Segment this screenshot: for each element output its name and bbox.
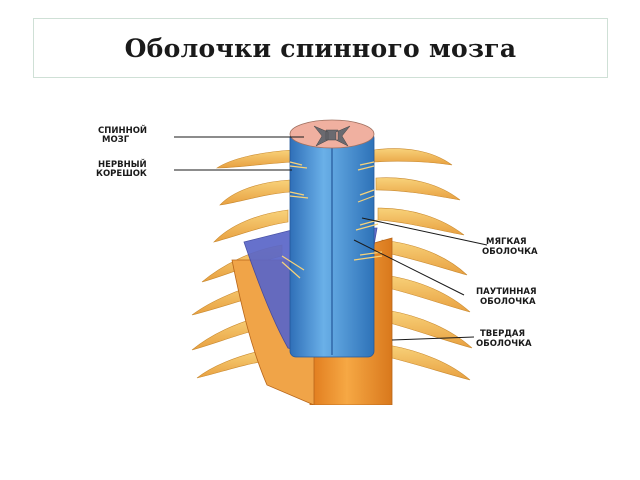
spinal-meninges-figure: СПИННОЙ МОЗГ НЕРВНЫЙ КОРЕШОК МЯГКАЯ ОБОЛ… [92,110,562,405]
slide-title: Оболочки спинного мозга [124,33,517,63]
grey-matter-butterfly [313,125,351,147]
label-arachnoid-2: ОБОЛОЧКА [480,297,536,307]
label-pia-mater-2: ОБОЛОЧКА [482,247,538,257]
leader-lines [174,136,488,341]
label-arachnoid-1: ПАУТИННАЯ [476,287,537,297]
label-pia-mater-1: МЯГКАЯ [486,237,527,247]
title-box: Оболочки спинного мозга [33,18,608,78]
label-nerve-root-1: НЕРВНЫЙ [98,158,147,170]
label-nerve-root-2: КОРЕШОК [96,169,147,179]
label-dura-mater-1: ТВЕРДАЯ [480,329,525,339]
label-dura-mater-2: ОБОЛОЧКА [476,339,532,349]
label-spinal-cord-1: СПИННОЙ [98,124,147,136]
nerve-roots-right [373,148,473,381]
label-spinal-cord-2: МОЗГ [102,135,130,145]
anatomy-illustration: СПИННОЙ МОЗГ НЕРВНЫЙ КОРЕШОК МЯГКАЯ ОБОЛ… [92,110,562,405]
